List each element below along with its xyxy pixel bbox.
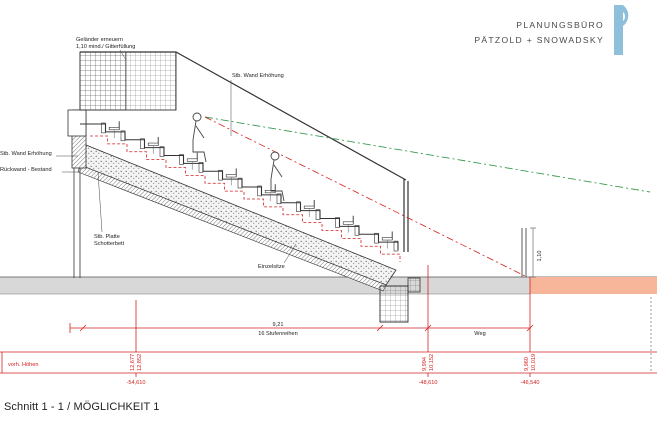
spectator-figure-lower: [270, 151, 285, 202]
back-wall-label: Rückwand - Bestand: [0, 167, 52, 173]
footing-block: [407, 277, 421, 293]
height-mid-1: 9,994: [422, 357, 428, 371]
sight-line-green: [204, 116, 651, 193]
sight-lines: [204, 116, 651, 277]
station-left: -54,610: [127, 380, 146, 386]
single-seat: [303, 200, 315, 217]
railing-note-line1: Geländer erneuern: [76, 37, 123, 43]
firm-block: PLANUNGSBÜRO PÄTZOLD + SNOWADSKY: [474, 5, 629, 55]
height-mid-2: 10,152: [429, 354, 435, 371]
height-right-2: 10,019: [531, 354, 537, 371]
slab-label-line2: Schotterbett: [94, 241, 125, 247]
station-mid: -48,610: [419, 380, 438, 386]
station-right: -46,540: [521, 380, 540, 386]
seat-row: [108, 121, 393, 249]
foundation: [379, 285, 409, 323]
dimension-total: 9,21: [273, 322, 284, 328]
handrail: [175, 51, 409, 252]
firm-name-line2: PÄTZOLD + SNOWADSKY: [474, 35, 604, 45]
heights-band: vorh. Höhen 12,677 12,852 9,994 10,152 9…: [0, 351, 657, 386]
reference-lines: [135, 265, 531, 352]
dimension-rows: 16 Stufenreihen: [258, 331, 298, 337]
path-surface: [530, 277, 657, 294]
single-seat: [225, 168, 237, 186]
back-wall: [67, 109, 87, 278]
wall-raise-top-label: Stb. Wand Erhöhung: [232, 73, 284, 79]
ground-band: [0, 277, 530, 294]
slab-label-line1: Stb. Platte: [94, 234, 120, 240]
height-left-2: 12,852: [137, 354, 143, 371]
stair-steps: [80, 122, 401, 262]
gravel-bed: [79, 144, 397, 286]
wall-raise-left-label: Stb. Wand Erhöhung: [0, 151, 52, 157]
single-seat: [147, 137, 159, 154]
single-seat: [108, 121, 120, 139]
railing-note-line2: 1,10 mind./ Gitterfüllung: [76, 44, 135, 50]
top-railing: [79, 51, 177, 111]
single-seat: [381, 231, 393, 249]
height-right-1: 9,960: [524, 357, 530, 371]
single-seat: [186, 152, 198, 170]
dimension-line: 9,21 16 Stufenreihen Weg: [69, 322, 534, 337]
height-dim-label: 1,10: [537, 251, 543, 262]
heights-row-label: vorh. Höhen: [8, 362, 38, 368]
red-profile-line: [90, 135, 401, 262]
stair-profile: [86, 123, 399, 250]
single-seat: [342, 215, 354, 233]
sight-line-red: [204, 116, 526, 277]
single-seat-label: Einzelsitze: [258, 264, 285, 270]
dimension-path: Weg: [474, 331, 485, 337]
single-seat: [264, 184, 276, 202]
p-logo-icon: [614, 5, 629, 55]
spectator-figure-upper: [192, 112, 207, 163]
firm-name-line1: PLANUNGSBÜRO: [516, 20, 604, 30]
ground: [0, 276, 657, 372]
annotations: Geländer erneuern 1,10 mind./ Gitterfüll…: [0, 37, 297, 270]
concrete-slab: [77, 144, 421, 323]
path-post: 1,10: [521, 227, 543, 278]
height-left-1: 12,677: [130, 354, 136, 371]
drawing-caption: Schnitt 1 - 1 / MÖGLICHKEIT 1: [4, 401, 160, 413]
